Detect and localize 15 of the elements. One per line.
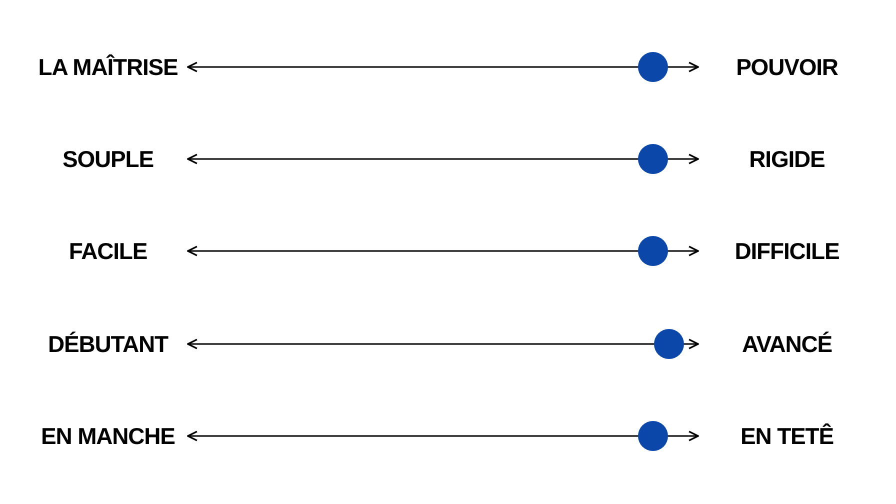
- scale-end-label: LA MAÎTRISE: [38, 54, 178, 80]
- scale-end-label: RIGIDE: [749, 146, 825, 172]
- scale-end-label: FACILE: [68, 238, 148, 264]
- double-arrow: [187, 430, 699, 442]
- scale-end-label: POUVOIR: [736, 54, 838, 80]
- scale-end-label: SOUPLE: [62, 146, 154, 172]
- double-arrow: [187, 62, 699, 72]
- scale-end-label: AVANCÉ: [742, 330, 832, 358]
- scale-end-label: DÉBUTANT: [48, 330, 168, 358]
- scale-end-label: EN TETÊ: [740, 422, 834, 450]
- scale-end-label: DIFFICILE: [734, 238, 840, 264]
- double-arrow: [187, 246, 699, 256]
- double-arrow: [187, 338, 699, 350]
- double-arrow: [187, 154, 699, 164]
- scale-end-label: EN MANCHE: [41, 422, 175, 450]
